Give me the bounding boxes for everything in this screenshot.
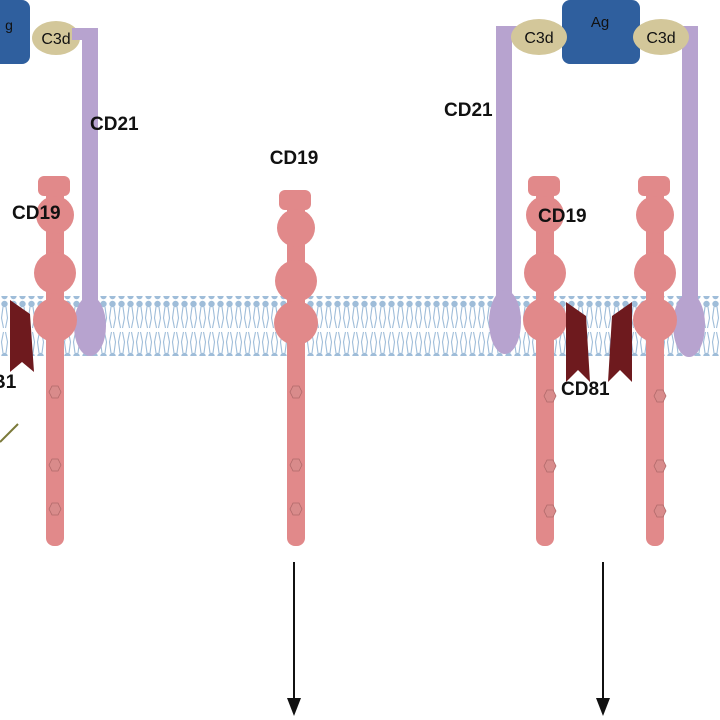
cd21-right-label: CD21 [444, 100, 493, 121]
adaptor-line-left [0, 423, 19, 443]
cd19-middle-site-1 [289, 385, 303, 399]
cd21-left [72, 28, 98, 300]
cd21-right-b [676, 26, 698, 300]
cd19-middle-site-2 [289, 458, 303, 472]
c3d-left-label: C3d [41, 31, 70, 48]
cd81-right-a [566, 302, 590, 382]
signal-arrow-right-head [596, 698, 610, 716]
cd19-middle-label: CD19 [270, 148, 319, 169]
cd19-right-a-domain-3 [523, 298, 567, 342]
right-complex: Ag C3d C3d CD21 CD19 CD81 [444, 0, 705, 716]
cd19-middle-domain-3 [274, 301, 318, 345]
cd19-left-domain-2 [34, 252, 76, 294]
cd21-right-b-anchor [673, 293, 705, 357]
cd19-right-a-site-3 [543, 504, 557, 518]
c3d-right-b [633, 19, 689, 55]
cd81-left [10, 300, 34, 372]
cd19-left-site-3 [48, 502, 62, 516]
cd21-right-a [496, 26, 520, 300]
cd19-right-b-site-1 [653, 389, 667, 403]
signal-arrow-middle-head [287, 698, 301, 716]
cd19-right-a-cap [528, 176, 560, 196]
cd19-right-label: CD19 [538, 206, 587, 227]
cd19-middle-domain-1 [277, 209, 315, 247]
c3d-right-b-label: C3d [646, 30, 675, 47]
cd19-left-site-1 [48, 385, 62, 399]
cd19-right-b-site-2 [653, 459, 667, 473]
cd19-left-domain-1 [36, 196, 74, 234]
cd19-right-a-site-2 [543, 459, 557, 473]
antigen-left [0, 0, 30, 64]
left-complex: g C3d CD21 CD19 B1 [0, 0, 139, 546]
cd81-right-label: CD81 [561, 379, 610, 400]
cd19-right-a-site-1 [543, 389, 557, 403]
cd19-right-b-domain-2 [634, 252, 676, 294]
cd19-left-site-2 [48, 458, 62, 472]
cd19-right-a-domain-1 [526, 196, 564, 234]
cd19-left-domain-3 [33, 298, 77, 342]
cd19-right-b-domain-3 [633, 298, 677, 342]
cd19-right-b-site-3 [653, 504, 667, 518]
cd21-right-a-anchor [489, 290, 521, 354]
antigen-left-label: g [5, 17, 13, 33]
cell-membrane [0, 296, 720, 356]
cd19-middle-site-3 [289, 502, 303, 516]
cd81-right-b [608, 302, 632, 382]
cd19-left-label: CD19 [12, 203, 61, 224]
cd19-right-b-domain-1 [636, 196, 674, 234]
cd21-left-label: CD21 [90, 114, 139, 135]
middle-complex: CD19 [270, 148, 319, 716]
c3d-right-a [511, 19, 567, 55]
antigen-right [562, 0, 640, 64]
cd19-left-cap [38, 176, 70, 196]
cd19-middle-cap [279, 190, 311, 210]
antigen-right-label: Ag [591, 14, 609, 31]
cd19-right-a-domain-2 [524, 252, 566, 294]
cd21-left-anchor [74, 296, 106, 356]
cd19-middle-domain-2 [275, 260, 317, 302]
c3d-right-a-label: C3d [524, 30, 553, 47]
cd19-right-b-cap [638, 176, 670, 196]
c3d-left [32, 21, 80, 55]
cd81-left-label: B1 [0, 372, 17, 393]
